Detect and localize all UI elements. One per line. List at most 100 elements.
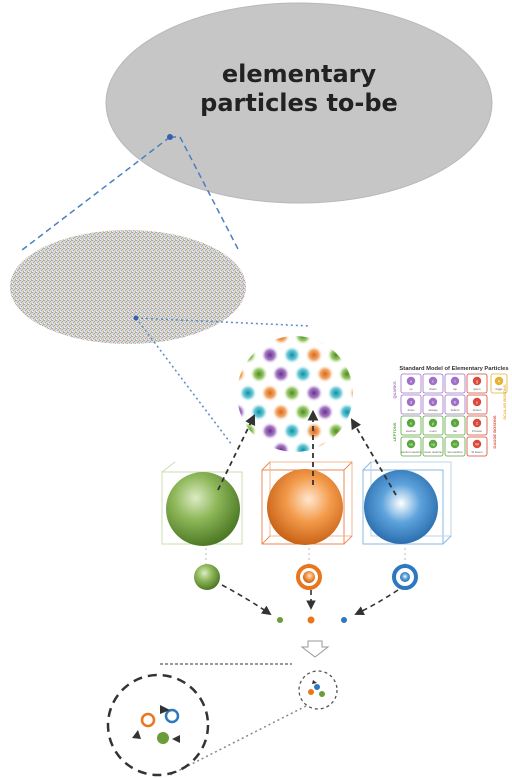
particle-cell: νμ muon neutrino <box>422 436 444 457</box>
lattice-spot <box>237 403 246 421</box>
particle-symbol-icon <box>428 439 438 449</box>
lattice-spot <box>360 441 378 459</box>
quarks-label: QUARKS <box>392 381 397 399</box>
particle-name: electron neutrino <box>401 450 422 454</box>
particle-symbol: ντ <box>453 443 457 447</box>
lattice-spot <box>250 403 268 421</box>
lattice-spot <box>305 384 323 402</box>
particle-symbol: g <box>476 380 478 384</box>
tiny-orange-particle <box>307 616 315 624</box>
tiny-green-particle <box>277 617 283 623</box>
particle-name: down <box>408 408 415 412</box>
particle-cell: ντ tau neutrino <box>444 436 466 457</box>
standard-model-title: Standard Model of Elementary Particles <box>399 366 508 372</box>
lattice-spot <box>316 441 334 452</box>
lattice-spot <box>338 365 353 383</box>
noise-ellipse <box>10 230 246 344</box>
particle-symbol: μ <box>432 422 434 426</box>
lattice-spot <box>261 346 279 364</box>
lattice-spot <box>327 384 345 402</box>
lattice-spot <box>360 327 378 345</box>
particle-name: Z boson <box>472 429 483 433</box>
particle-cell: W W boson <box>466 436 488 457</box>
lattice-spot <box>360 365 378 383</box>
particle-symbol-icon <box>428 397 438 407</box>
particle-symbol-icon <box>472 397 482 407</box>
particle-symbol: W <box>475 443 479 447</box>
particle-name: tau neutrino <box>448 450 463 454</box>
particle-symbol: s <box>432 401 434 405</box>
particle-symbol-icon <box>472 376 482 386</box>
title-line-1: elementary <box>222 60 377 88</box>
lattice-spot <box>294 336 312 345</box>
lattice-spot <box>272 403 290 421</box>
particle-symbol-icon <box>406 397 416 407</box>
focus-point <box>167 134 173 140</box>
particle-symbol-icon <box>450 418 460 428</box>
lattice-spot <box>250 365 268 383</box>
particle-symbol: νe <box>409 443 413 447</box>
particle-symbol-icon <box>428 376 438 386</box>
atom-orange-particle <box>140 712 156 728</box>
lattice-spot <box>371 422 389 440</box>
particle-cell: uup <box>400 373 422 394</box>
lattice-spot <box>237 336 246 345</box>
particle-symbol: u <box>410 380 412 384</box>
particle-symbol-icon <box>450 397 460 407</box>
lattice-spot <box>272 365 290 383</box>
particle-name: W boson <box>471 450 482 454</box>
focus-point-2 <box>133 315 139 321</box>
tiny-blue-particle <box>341 617 347 623</box>
lattice-spot <box>316 365 334 383</box>
small-green-sphere <box>194 564 220 590</box>
particle-name: muon neutrino <box>424 450 442 454</box>
lattice-spot <box>338 403 353 421</box>
zoom-line-bottom <box>169 705 307 776</box>
atom-green-particle <box>157 732 169 744</box>
particle-symbol-icon <box>472 418 482 428</box>
green-sphere-box <box>161 461 243 546</box>
lattice-spot <box>327 346 345 364</box>
arrows-to-lattice <box>217 409 397 496</box>
lattice-spot <box>239 346 257 364</box>
lattice-spot <box>338 336 353 345</box>
lattice-spot <box>283 384 301 402</box>
lattice-spot <box>349 346 353 364</box>
particle-name: bottom <box>451 408 460 412</box>
particle-symbol-icon <box>406 439 416 449</box>
particle-symbol-icon <box>428 418 438 428</box>
lattice-spot <box>239 384 257 402</box>
lattice-spot <box>305 346 323 364</box>
title-line-2: particles to-be <box>200 89 398 117</box>
particle-symbol: τ <box>454 422 456 426</box>
lattice-spot <box>237 365 246 383</box>
orange-sphere-box <box>261 461 353 545</box>
lattice-spot <box>305 422 323 440</box>
zoom-lines-middle <box>135 317 311 446</box>
arrows-to-particles <box>221 584 399 616</box>
standard-model-table: Standard Model of Elementary Particles u… <box>392 362 510 458</box>
down-arrow-icon <box>300 640 330 658</box>
particle-symbol-icon <box>450 439 460 449</box>
lattice-spot <box>272 336 290 345</box>
lattice-spot <box>272 441 290 452</box>
particle-symbol: Z <box>476 422 479 426</box>
particle-symbol-icon <box>450 376 460 386</box>
particle-cell: Z Z boson <box>466 415 488 436</box>
particle-symbol: d <box>410 401 412 405</box>
particle-symbol: γ <box>476 401 478 405</box>
lattice-spot <box>237 441 246 452</box>
higgs-name: higgs <box>496 387 503 391</box>
lattice-spot <box>338 441 353 452</box>
particle-name: electron <box>406 429 416 433</box>
lattice-spot <box>239 422 257 440</box>
lattice-spot <box>316 403 334 421</box>
particle-symbol: νμ <box>431 443 435 447</box>
